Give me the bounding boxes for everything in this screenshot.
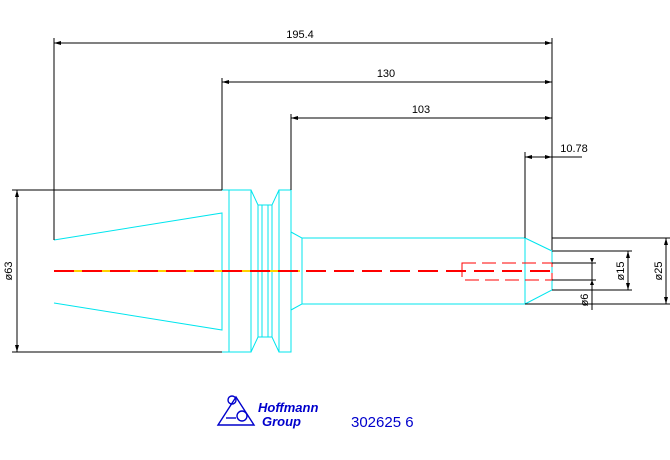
dim-shank-length: 103 bbox=[412, 104, 430, 116]
dim-diameter-taper: ø63 bbox=[3, 262, 15, 281]
tip-chamfer bbox=[524, 237, 553, 305]
v-groove-upper bbox=[250, 189, 280, 206]
v-groove-lower bbox=[250, 336, 280, 353]
centerline bbox=[54, 262, 555, 281]
logo-line1: Hoffmann bbox=[258, 400, 318, 415]
dim-length-130: 130 bbox=[377, 68, 395, 80]
dimension-lines bbox=[12, 38, 670, 353]
dim-diameter-pilot: ø6 bbox=[579, 294, 591, 307]
logo-line2: Group bbox=[262, 414, 301, 429]
hoffmann-group-logo: Hoffmann Group bbox=[216, 395, 318, 429]
part-number: 302625 6 bbox=[351, 414, 414, 431]
dim-diameter-bore: ø15 bbox=[615, 262, 627, 281]
dim-diameter-shank: ø25 bbox=[653, 262, 665, 281]
collar-step bbox=[290, 231, 303, 311]
bore-hidden bbox=[461, 262, 553, 281]
dim-tip-length: 10.78 bbox=[560, 143, 588, 155]
hoffmann-group-logo-icon bbox=[216, 395, 256, 426]
shank bbox=[302, 237, 526, 305]
arrowheads bbox=[15, 41, 668, 352]
dim-overall-length: 195.4 bbox=[286, 29, 314, 41]
